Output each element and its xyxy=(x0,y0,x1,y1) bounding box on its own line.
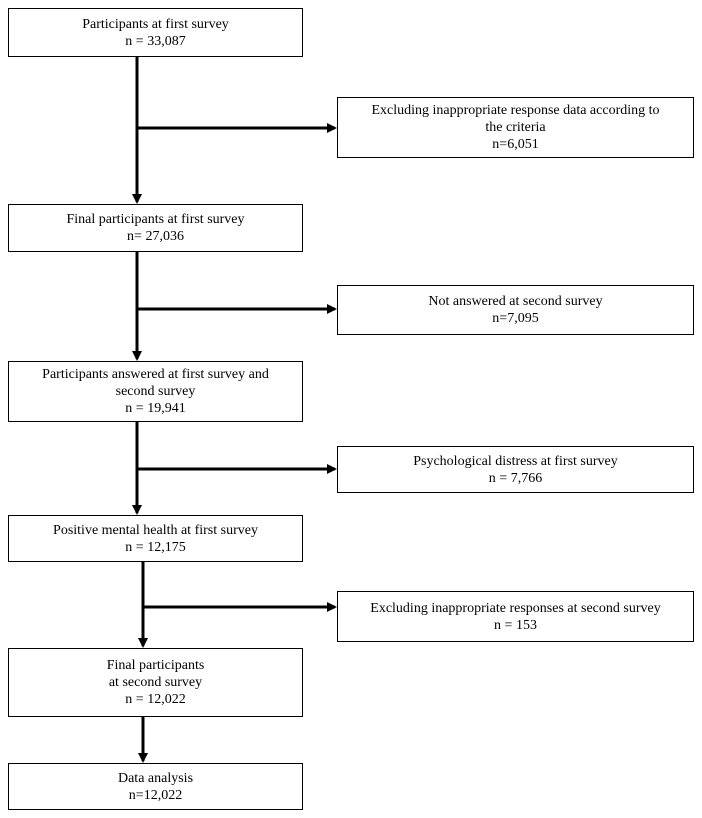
box-title: Excluding inappropriate responses at sec… xyxy=(370,600,661,616)
box-title: Participants answered at first survey an… xyxy=(42,367,269,382)
positive-mental-health-box: Positive mental health at first survey n… xyxy=(8,515,303,562)
box-title: Final participants xyxy=(106,658,205,673)
box-title: Psychological distress at first survey xyxy=(413,453,618,469)
box-count: n = 12,022 xyxy=(125,692,186,707)
box-count: n = 19,941 xyxy=(125,401,186,416)
data-analysis-box: Data analysis n=12,022 xyxy=(8,763,303,810)
box-count: n = 12,175 xyxy=(125,539,186,555)
final-participants-first-survey-box: Final participants at first survey n= 27… xyxy=(8,204,303,252)
box-count: n= 27,036 xyxy=(127,229,184,244)
box-count: n = 153 xyxy=(494,617,537,633)
box-title: Data analysis xyxy=(117,770,194,786)
box-title: Final participants at first survey xyxy=(66,212,245,227)
box-subtitle: second survey xyxy=(115,384,196,399)
final-participants-second-survey-box: Final participants at second survey n = … xyxy=(8,648,303,717)
excluding-inappropriate-data-box: Excluding inappropriate response data ac… xyxy=(337,97,694,158)
box-subtitle: at second survey xyxy=(108,675,203,690)
box-count: n=12,022 xyxy=(128,787,183,803)
participants-first-survey-box: Participants at first survey n = 33,087 xyxy=(8,8,303,57)
not-answered-second-survey-box: Not answered at second survey n=7,095 xyxy=(337,285,694,335)
box-count: n = 7,766 xyxy=(488,470,543,486)
box-title: Participants at first survey xyxy=(82,16,229,32)
box-title: Positive mental health at first survey xyxy=(53,522,258,538)
answered-both-surveys-box: Participants answered at first survey an… xyxy=(8,361,303,422)
box-title: Not answered at second survey xyxy=(428,294,603,309)
box-count: n=6,051 xyxy=(492,137,539,152)
box-title: Excluding inappropriate response data ac… xyxy=(371,103,660,118)
box-count: n=7,095 xyxy=(492,311,539,326)
excluding-second-survey-box: Excluding inappropriate responses at sec… xyxy=(337,591,694,642)
psychological-distress-box: Psychological distress at first survey n… xyxy=(337,446,694,493)
box-subtitle: the criteria xyxy=(485,120,546,135)
box-count: n = 33,087 xyxy=(125,33,186,49)
